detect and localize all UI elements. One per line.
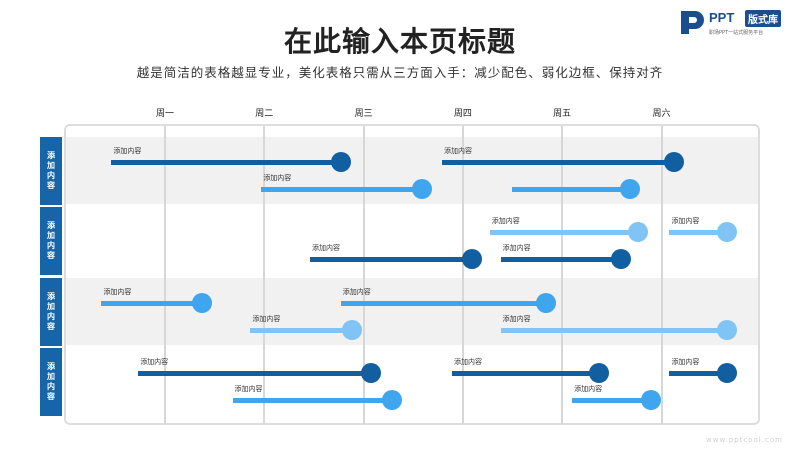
timeline-end-dot <box>341 320 362 340</box>
timeline-bar-label: 添加内容 <box>671 217 700 225</box>
timeline-bar-label: 添加内容 <box>252 315 281 323</box>
timeline-bar-label: 添加内容 <box>103 288 132 296</box>
day-label: 周三 <box>354 109 373 119</box>
timeline-bar <box>451 370 599 376</box>
timeline-bar-label: 添加内容 <box>234 385 263 393</box>
row-label: 添加内容 <box>40 278 62 346</box>
timeline-bar <box>489 229 638 235</box>
timeline-end-dot <box>610 249 631 269</box>
schedule-frame <box>64 124 760 425</box>
timeline-bar-label: 添加内容 <box>574 385 603 393</box>
logo-tagline: 职场PPT一站式服务平台 <box>709 30 764 36</box>
timeline-bar <box>500 256 621 262</box>
logo-badge: 版式库 <box>745 10 781 27</box>
timeline-bar-label: 添加内容 <box>502 315 531 323</box>
row-band <box>66 278 758 345</box>
timeline-end-dot <box>664 152 685 172</box>
timeline-bar-label: 添加内容 <box>311 244 340 252</box>
timeline-bar <box>669 370 728 376</box>
row-label-text: 添加内容 <box>46 221 56 261</box>
timeline-end-dot <box>330 152 351 172</box>
grid-line <box>660 126 663 424</box>
timeline-bar-label: 添加内容 <box>342 288 371 296</box>
watermark: www.pptcool.com <box>706 436 783 444</box>
day-label: 周五 <box>553 109 572 119</box>
timeline-end-dot <box>640 390 661 410</box>
row-label-text: 添加内容 <box>46 292 56 332</box>
timeline-bar <box>572 397 651 403</box>
timeline-bar <box>442 159 675 165</box>
timeline-end-dot <box>717 222 738 242</box>
row-band <box>66 137 758 204</box>
timeline-bar-label: 添加内容 <box>444 147 473 155</box>
timeline-bar <box>511 186 630 192</box>
timeline-bar-label: 添加内容 <box>113 147 142 155</box>
timeline-bar-label: 添加内容 <box>453 358 482 366</box>
timeline-bar-label: 添加内容 <box>502 244 531 252</box>
timeline-bar <box>500 327 728 333</box>
row-label: 添加内容 <box>40 137 62 205</box>
timeline-end-dot <box>717 363 738 383</box>
timeline-bar-label: 添加内容 <box>140 358 169 366</box>
row-label: 添加内容 <box>40 207 62 275</box>
timeline-end-dot <box>717 320 738 340</box>
timeline-bar <box>669 229 728 235</box>
timeline-bar <box>232 397 393 403</box>
day-label: 周二 <box>255 109 274 119</box>
timeline-bar-label: 添加内容 <box>491 217 520 225</box>
row-band <box>66 207 758 274</box>
day-label: 周四 <box>453 109 472 119</box>
grid-line <box>164 126 166 424</box>
row-label-text: 添加内容 <box>46 151 56 191</box>
brand-logo: PPT 版式库 职场PPT一站式服务平台 <box>679 8 797 38</box>
row-label: 添加内容 <box>40 348 62 416</box>
timeline-bar <box>261 186 423 192</box>
timeline-end-dot <box>588 363 609 383</box>
timeline-bar <box>138 370 371 376</box>
page-subtitle: 越是简洁的表格越显专业，美化表格只需从三方面入手：减少配色、弱化边框、保持对齐 <box>136 65 664 80</box>
grid-line <box>263 126 266 424</box>
grid-line <box>561 126 564 424</box>
logo-text: PPT <box>709 10 735 25</box>
row-label-text: 添加内容 <box>46 362 56 402</box>
timeline-bar <box>101 300 202 306</box>
timeline-end-dot <box>412 179 433 199</box>
day-label: 周一 <box>155 109 174 119</box>
timeline-bar <box>340 300 547 306</box>
timeline-bar-label: 添加内容 <box>671 358 700 366</box>
timeline-bar-label: 添加内容 <box>263 174 292 182</box>
page-title: 在此输入本页标题 <box>283 25 516 58</box>
timeline-end-dot <box>627 222 648 242</box>
logo-mark-icon <box>681 11 704 34</box>
timeline-bar <box>111 159 341 165</box>
day-label: 周六 <box>652 109 671 119</box>
grid-line <box>362 126 365 424</box>
timeline-bar <box>309 256 472 262</box>
timeline-end-dot <box>382 390 403 410</box>
timeline-end-dot <box>536 293 557 313</box>
timeline-end-dot <box>461 249 482 269</box>
timeline-bar <box>250 327 352 333</box>
timeline-end-dot <box>619 179 640 199</box>
grid-line <box>461 126 464 424</box>
timeline-end-dot <box>360 363 381 383</box>
timeline-end-dot <box>191 293 212 313</box>
